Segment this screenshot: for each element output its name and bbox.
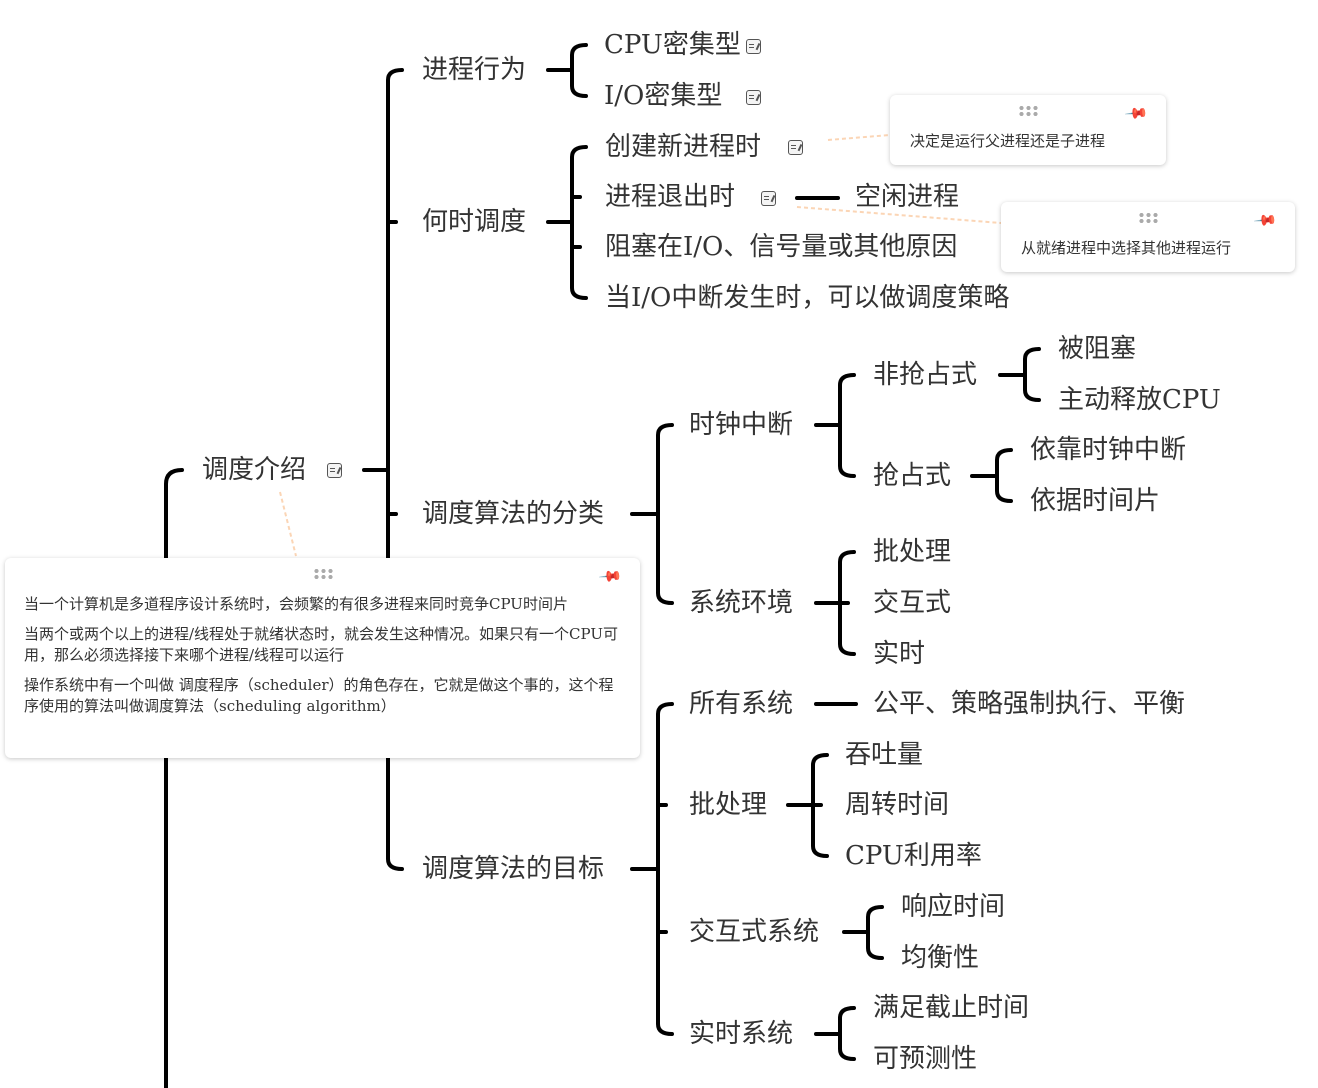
note-popup-create: 📌 决定是运行父进程还是子进程 <box>890 95 1166 165</box>
pin-icon[interactable]: 📌 <box>1124 100 1150 127</box>
node-nonpreemptive[interactable]: 非抢占式 <box>873 360 978 390</box>
node-process-behavior[interactable]: 进程行为 <box>422 55 527 85</box>
node-env-interactive[interactable]: 交互式 <box>873 588 952 618</box>
node-env-realtime[interactable]: 实时 <box>873 639 926 669</box>
node-all-systems[interactable]: 所有系统 <box>689 689 794 719</box>
note-icon[interactable] <box>746 39 761 54</box>
connector-line <box>570 43 588 98</box>
pin-icon[interactable]: 📌 <box>1253 207 1279 234</box>
node-proportionality[interactable]: 均衡性 <box>901 943 980 973</box>
connector-line <box>656 702 674 1036</box>
node-create-process[interactable]: 创建新进程时 <box>605 132 762 162</box>
note-icon[interactable] <box>761 191 776 206</box>
drag-handle-icon[interactable] <box>1138 212 1158 224</box>
note-link <box>827 134 891 141</box>
connector-line <box>570 145 588 300</box>
node-when-schedule[interactable]: 何时调度 <box>422 207 527 237</box>
note-link <box>796 206 1002 224</box>
connector-line <box>866 905 884 960</box>
node-cpu-utilization[interactable]: CPU利用率 <box>845 841 982 871</box>
note-paragraph: 当两个或两个以上的进程/线程处于就绪状态时，就会发生这种情况。如果只有一个CPU… <box>24 625 619 664</box>
node-blocked-io[interactable]: 阻塞在I/O、信号量或其他原因 <box>605 232 958 262</box>
note-link <box>279 491 297 557</box>
node-turnaround[interactable]: 周转时间 <box>845 790 950 820</box>
node-release-cpu[interactable]: 主动释放CPU <box>1058 385 1221 415</box>
connector-line <box>656 423 674 605</box>
note-popup-root: 📌 当一个计算机是多道程序设计系统时，会频繁的有很多进程来同时竞争CPU时间片 … <box>5 558 640 758</box>
connector-line <box>164 468 184 1088</box>
note-icon[interactable] <box>788 140 803 155</box>
connector-line <box>838 1006 856 1061</box>
note-icon[interactable] <box>746 90 761 105</box>
node-env-batch[interactable]: 批处理 <box>873 537 952 567</box>
connector-line <box>1023 347 1041 402</box>
node-algorithm-goals[interactable]: 调度算法的目标 <box>422 854 605 884</box>
note-text: 从就绪进程中选择其他进程运行 <box>1021 239 1232 257</box>
node-cpu-bound[interactable]: CPU密集型 <box>604 30 741 60</box>
node-idle-process[interactable]: 空闲进程 <box>855 182 960 212</box>
note-icon[interactable] <box>327 463 342 478</box>
note-paragraph: 当一个计算机是多道程序设计系统时，会频繁的有很多进程来同时竞争CPU时间片 <box>24 595 568 613</box>
node-io-interrupt[interactable]: 当I/O中断发生时，可以做调度策略 <box>605 283 1010 313</box>
node-algorithm-classification[interactable]: 调度算法的分类 <box>422 499 605 529</box>
node-response-time[interactable]: 响应时间 <box>901 892 1006 922</box>
node-clock-based[interactable]: 依靠时钟中断 <box>1030 435 1187 465</box>
node-goal-realtime[interactable]: 实时系统 <box>689 1019 794 1049</box>
connector-line <box>838 373 856 478</box>
node-blocked[interactable]: 被阻塞 <box>1058 334 1137 364</box>
node-io-bound[interactable]: I/O密集型 <box>604 81 723 111</box>
note-popup-exit: 📌 从就绪进程中选择其他进程运行 <box>1001 202 1295 272</box>
node-throughput[interactable]: 吞吐量 <box>845 740 924 770</box>
note-paragraph: 操作系统中有一个叫做 调度程序（scheduler）的角色存在，它就是做这个事的… <box>24 676 614 715</box>
node-fairness[interactable]: 公平、策略强制执行、平衡 <box>873 689 1186 719</box>
drag-handle-icon[interactable] <box>1018 105 1038 117</box>
node-system-env[interactable]: 系统环境 <box>689 588 794 618</box>
node-clock-interrupt[interactable]: 时钟中断 <box>689 410 794 440</box>
node-process-exit[interactable]: 进程退出时 <box>605 182 736 212</box>
connector-line <box>386 68 404 871</box>
node-deadline[interactable]: 满足截止时间 <box>873 993 1030 1023</box>
node-preemptive[interactable]: 抢占式 <box>873 461 952 491</box>
node-goal-batch[interactable]: 批处理 <box>689 790 768 820</box>
node-predictability[interactable]: 可预测性 <box>873 1044 978 1074</box>
node-goal-interactive[interactable]: 交互式系统 <box>689 917 820 947</box>
pin-icon[interactable]: 📌 <box>598 563 624 590</box>
connector-line <box>995 448 1013 503</box>
note-text: 决定是运行父进程还是子进程 <box>910 132 1106 150</box>
root-node[interactable]: 调度介绍 <box>202 455 307 485</box>
node-time-slice[interactable]: 依据时间片 <box>1030 486 1161 516</box>
drag-handle-icon[interactable] <box>312 568 333 580</box>
